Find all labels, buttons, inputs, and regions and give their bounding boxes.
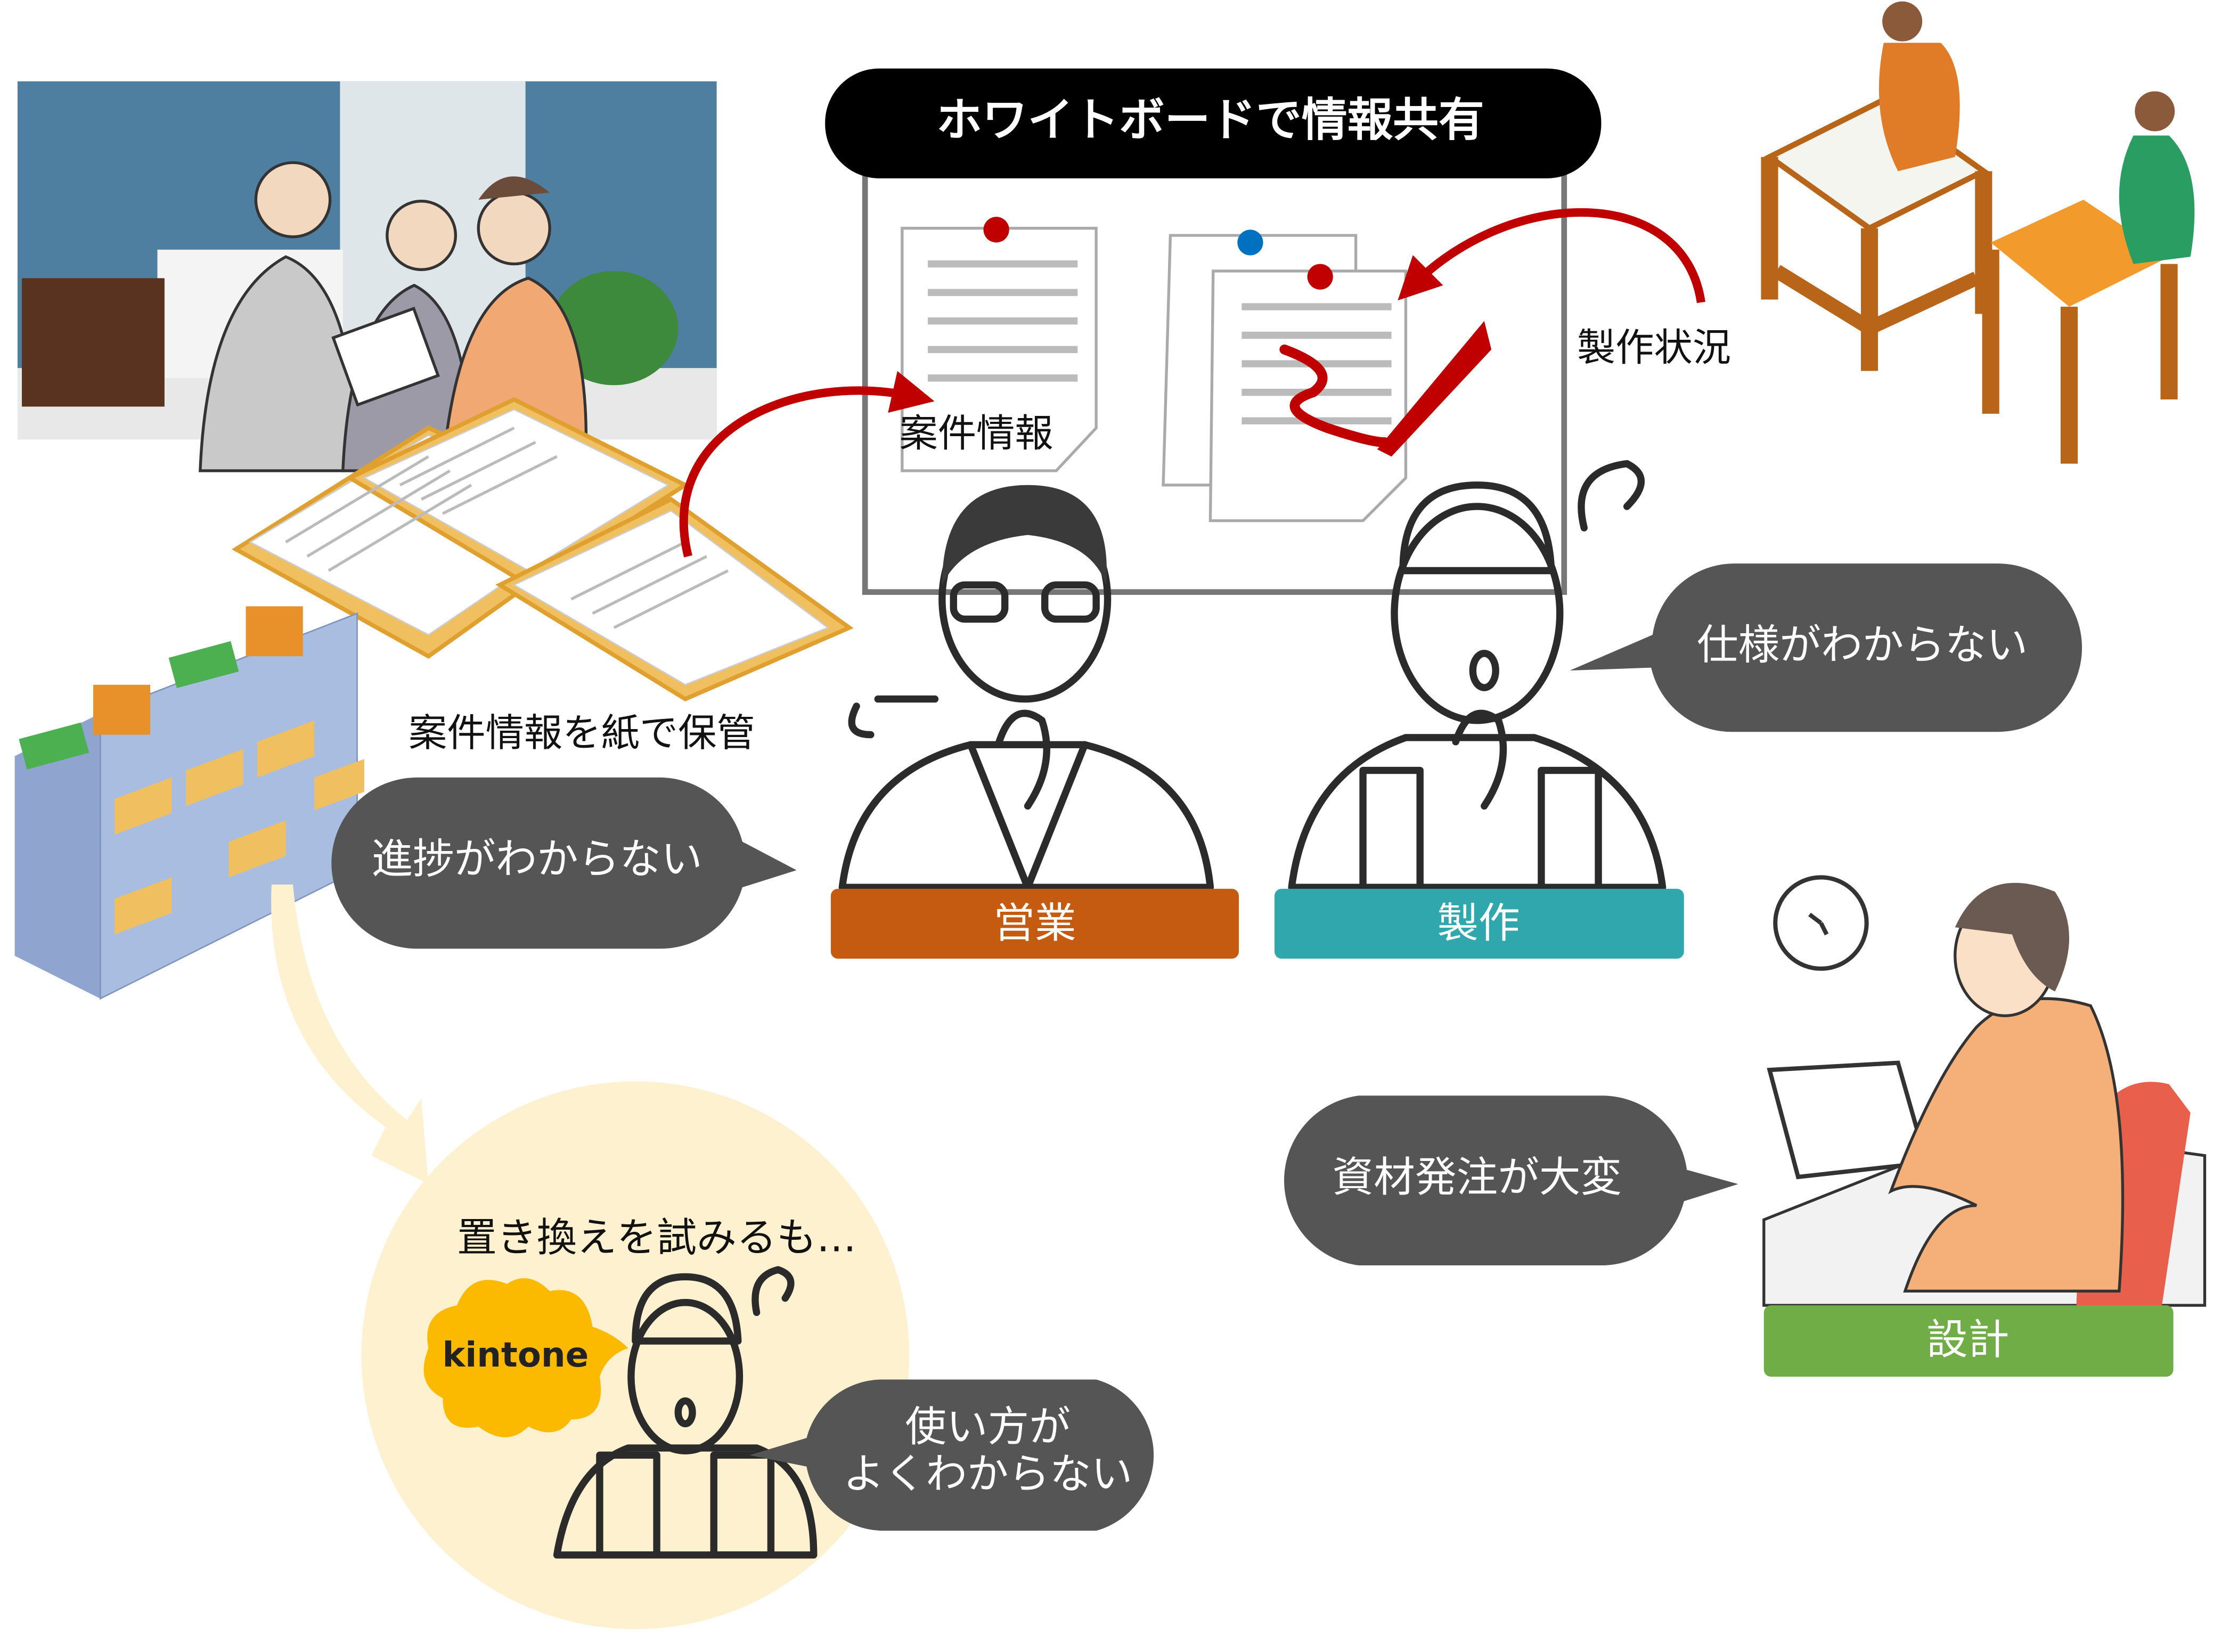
sales-bubble-text: 進捗がわからない <box>371 835 702 883</box>
production-role-text: 製作 <box>1437 899 1520 947</box>
design-role-label <box>1763 1305 2174 1377</box>
red-pin-icon <box>983 217 1009 243</box>
kintone-label: kintone <box>442 1335 589 1375</box>
yellow-arrow <box>271 884 429 1184</box>
design-bubble-text: 資材発注が大変 <box>1333 1154 1622 1201</box>
production-speech-bubble: 仕様がわからない <box>1570 563 2082 732</box>
designer-illustration <box>1762 875 2207 1307</box>
production-status-documents <box>1162 230 1492 522</box>
red-pen-icon <box>1377 321 1492 457</box>
whiteboard-title-pill <box>825 68 1602 178</box>
design-speech-bubble: 資材発注が大変 <box>1284 1095 1738 1266</box>
production-role-label <box>1274 888 1684 959</box>
project-info-label: 案件情報 <box>899 411 1053 456</box>
sales-person-illustration <box>838 485 1214 891</box>
sales-role-text: 営業 <box>993 899 1076 947</box>
arrow-paper-to-whiteboard <box>679 371 935 558</box>
paper-storage-caption: 案件情報を紙で保管 <box>409 711 755 756</box>
production-status-label: 製作状況 <box>1577 326 1731 371</box>
sales-role-label <box>830 888 1239 959</box>
blue-pin-icon <box>1237 230 1263 256</box>
confused-worker-illustration <box>553 1266 818 1559</box>
arrow-status-to-whiteboard <box>1398 208 1705 304</box>
sales-speech-bubble: 進捗がわからない <box>331 777 797 949</box>
project-info-document <box>901 217 1098 472</box>
workshop-workers-illustration <box>1761 1 2195 464</box>
kintone-user-bubble-line2: よくわからない <box>843 1450 1133 1498</box>
file-cabinets-illustration <box>14 606 364 1000</box>
customer-meeting-photo <box>18 81 717 472</box>
design-role-text: 設計 <box>1926 1316 2009 1364</box>
whiteboard: ホワイトボードで情報共有 案件情報 <box>825 68 1602 595</box>
kintone-cloud: kintone <box>423 1278 628 1437</box>
kintone-user-bubble-line1: 使い方が <box>905 1403 1071 1451</box>
production-person-illustration <box>1288 460 1667 891</box>
replacement-caption: 置き換えを試みるも… <box>457 1214 856 1261</box>
whiteboard-title: ホワイトボードで情報共有 <box>936 93 1484 146</box>
production-bubble-text: 仕様がわからない <box>1697 621 2028 669</box>
paper-folders-illustration <box>231 397 854 702</box>
kintone-user-speech-bubble: 使い方が よくわからない <box>749 1379 1154 1531</box>
red-pin-icon <box>1307 264 1333 290</box>
